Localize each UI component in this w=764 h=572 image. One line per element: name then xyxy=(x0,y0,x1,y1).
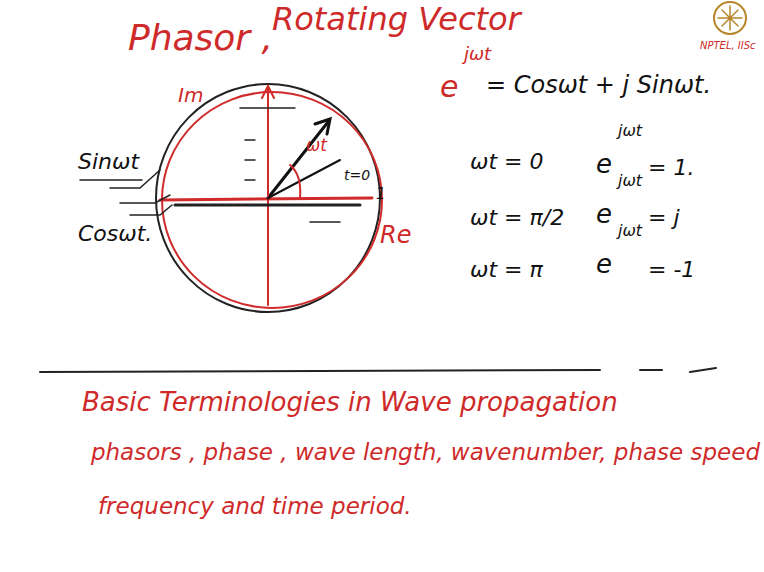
rotating-vector xyxy=(268,122,328,198)
curve-label: Sinωt xyxy=(78,150,139,174)
cos-leader xyxy=(130,205,172,215)
note: frequency and time period. xyxy=(98,494,412,519)
vector-trace xyxy=(268,160,340,198)
time-label: t=0 xyxy=(344,168,370,183)
vector-head xyxy=(315,119,330,134)
equation: = j xyxy=(648,206,680,230)
equation: = Cosωt + j Sinωt. xyxy=(486,72,711,98)
curve-label: Cosωt. xyxy=(78,222,152,246)
cos-leader xyxy=(120,195,170,203)
exponent: jωt xyxy=(618,222,642,240)
vertical-vector xyxy=(267,98,269,198)
logo-mark xyxy=(718,6,742,30)
angle-label: ωt xyxy=(306,136,327,155)
value-label: 1 xyxy=(376,186,386,203)
exponential: e xyxy=(440,70,458,103)
axis-arrow xyxy=(262,86,274,98)
heading: Phasor , xyxy=(128,18,273,58)
watermark: NPTEL, IISc xyxy=(700,40,756,51)
equation: = -1 xyxy=(648,258,695,282)
section-heading: Basic Terminologies in Wave propagation xyxy=(82,388,618,417)
note: phasors , phase , wave length, wavenumbe… xyxy=(91,440,760,465)
axis-label: Re xyxy=(380,222,411,248)
unit-circle xyxy=(156,84,380,312)
real-axis xyxy=(160,198,372,200)
angle-arc xyxy=(290,165,300,198)
exponential: e xyxy=(596,150,612,179)
equation: = 1. xyxy=(648,156,694,180)
equation: ωt = 0 xyxy=(470,150,543,174)
equation: ωt = π xyxy=(470,258,543,282)
exponent: jωt xyxy=(464,44,491,64)
tick xyxy=(310,221,340,223)
tick xyxy=(245,179,255,181)
logo xyxy=(714,2,746,34)
heading: Rotating Vector xyxy=(272,2,521,37)
exponent: jωt xyxy=(618,122,642,140)
exponent: jωt xyxy=(618,172,642,190)
separator-dash xyxy=(640,369,662,371)
tick xyxy=(245,139,255,141)
underline xyxy=(80,179,142,181)
cos-projection xyxy=(175,204,360,207)
equation: ωt = π/2 xyxy=(470,206,564,230)
separator-dash xyxy=(690,368,716,372)
exponential: e xyxy=(596,200,612,229)
separator xyxy=(40,370,600,372)
axis-label: Im xyxy=(178,84,203,106)
exponential: e xyxy=(596,250,612,279)
tick xyxy=(240,107,295,109)
tick xyxy=(245,159,255,161)
